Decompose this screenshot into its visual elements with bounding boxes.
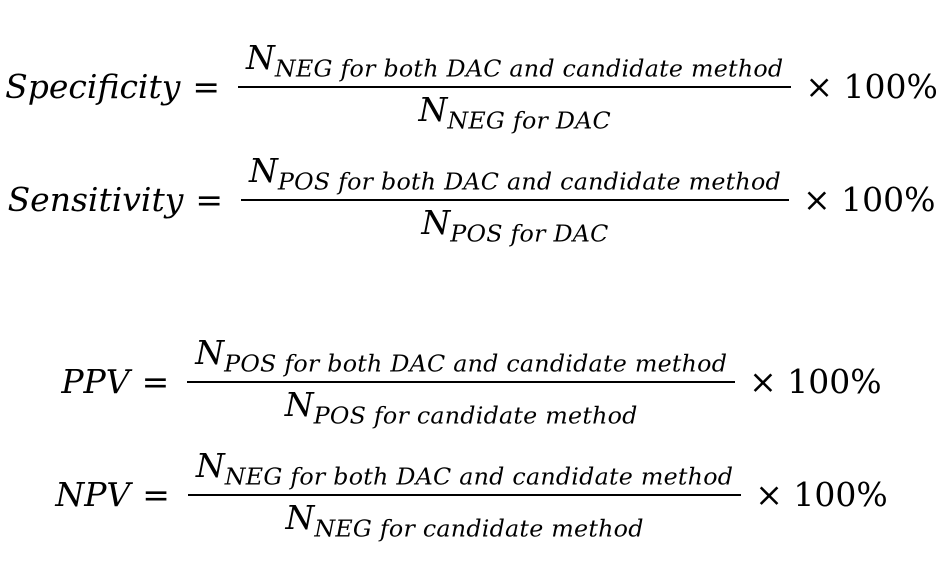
fraction-bar: [187, 380, 736, 383]
denominator: NNEG for candidate method: [277, 496, 651, 543]
denominator-symbol: N: [284, 384, 314, 424]
fraction: NNEG for both DAC and candidate method N…: [238, 38, 792, 135]
times-100-percent-label: × 100%: [749, 362, 882, 402]
denominator-symbol: N: [418, 89, 448, 129]
numerator-subscript: POS for both DAC and candidate method: [224, 349, 728, 378]
numerator: NPOS for both DAC and candidate method: [187, 333, 735, 381]
numerator-subscript: NEG for both DAC and candidate method: [274, 54, 784, 83]
formula-name: Specificity: [5, 67, 181, 107]
formula-name: Sensitivity: [7, 180, 184, 220]
formula-npv: NPV = NNEG for both DAC and candidate me…: [0, 446, 943, 543]
fraction: NPOS for both DAC and candidate method N…: [241, 151, 789, 248]
numerator-subscript: POS for both DAC and candidate method: [277, 167, 781, 196]
equals-sign: =: [195, 180, 224, 220]
numerator: NNEG for both DAC and candidate method: [188, 446, 741, 494]
numerator: NNEG for both DAC and candidate method: [238, 38, 791, 86]
fraction-bar: [238, 85, 792, 88]
fraction: NNEG for both DAC and candidate method N…: [187, 446, 742, 543]
formula-sensitivity: Sensitivity = NPOS for both DAC and cand…: [0, 151, 943, 248]
numerator: NPOS for both DAC and candidate method: [241, 151, 789, 199]
numerator-subscript: NEG for both DAC and candidate method: [224, 462, 734, 491]
formula-name: PPV: [61, 362, 130, 402]
denominator-symbol: N: [285, 497, 315, 537]
denominator: NPOS for DAC: [413, 201, 616, 248]
formula-name: NPV: [55, 475, 131, 515]
times-100-percent-label: × 100%: [805, 67, 938, 107]
numerator-symbol: N: [195, 446, 225, 485]
denominator-subscript: NEG for DAC: [447, 106, 611, 135]
equals-sign: =: [141, 362, 170, 402]
denominator-subscript: POS for candidate method: [313, 401, 638, 430]
equals-sign: =: [192, 67, 221, 107]
times-100-percent-label: × 100%: [802, 180, 936, 220]
formula-ppv: PPV = NPOS for both DAC and candidate me…: [0, 333, 943, 430]
fraction-bar: [241, 198, 789, 201]
denominator-subscript: NEG for candidate method: [314, 514, 644, 543]
numerator-symbol: N: [249, 151, 278, 190]
numerator-symbol: N: [246, 38, 275, 77]
denominator-symbol: N: [421, 202, 451, 242]
fraction-bar: [187, 493, 742, 496]
fraction: NPOS for both DAC and candidate method N…: [187, 333, 736, 430]
denominator-subscript: POS for DAC: [450, 219, 609, 248]
numerator-symbol: N: [195, 333, 225, 372]
formula-specificity: Specificity = NNEG for both DAC and cand…: [0, 38, 943, 135]
equals-sign: =: [142, 475, 170, 515]
times-100-percent-label: × 100%: [755, 475, 888, 515]
denominator: NNEG for DAC: [410, 88, 619, 135]
denominator: NPOS for candidate method: [277, 383, 646, 430]
